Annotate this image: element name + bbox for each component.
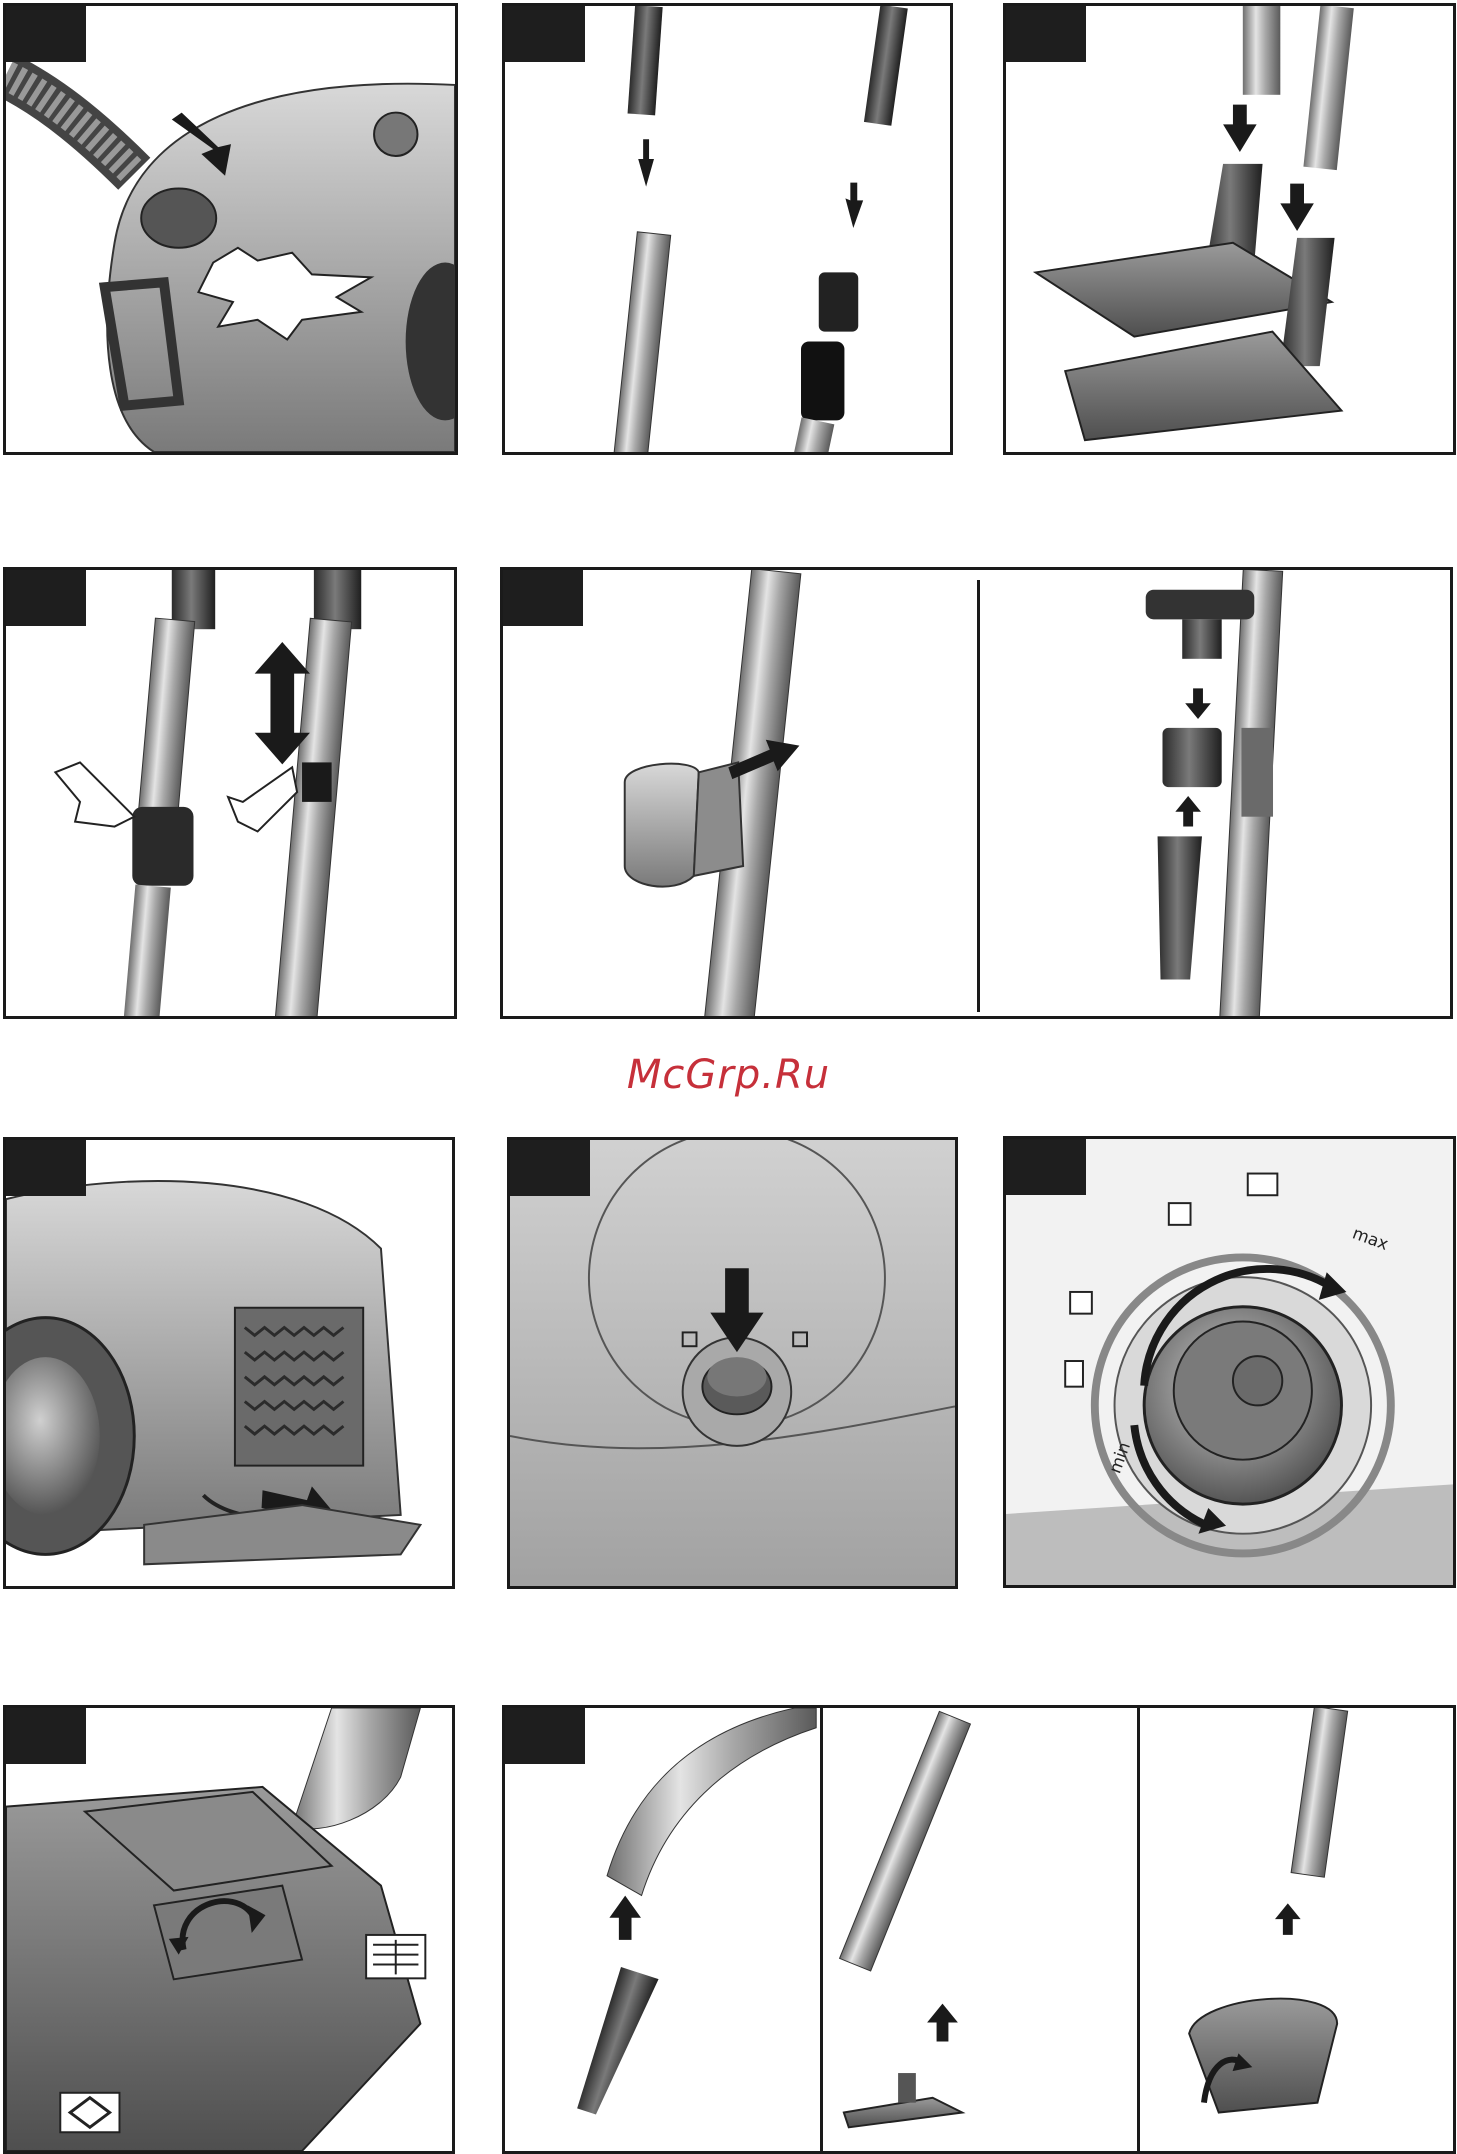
power-button-illustration bbox=[510, 1140, 955, 1586]
step-tab-4 bbox=[6, 570, 86, 626]
panel-8-power-dial: max min bbox=[1003, 1136, 1456, 1588]
panel-5-accessory-clip bbox=[500, 567, 1453, 1019]
step-tab-2 bbox=[505, 6, 585, 62]
step-tab-5 bbox=[503, 570, 583, 626]
step-tab-1 bbox=[6, 6, 86, 62]
panel-6-cord-pull bbox=[3, 1137, 455, 1589]
hose-connection-illustration bbox=[6, 6, 455, 452]
tube-assembly-illustration bbox=[505, 6, 950, 452]
step-tab-10 bbox=[505, 1708, 585, 1764]
panel-10-divider-1 bbox=[820, 1708, 823, 2154]
step-tab-6 bbox=[6, 1140, 86, 1196]
panel-7-power-button bbox=[507, 1137, 958, 1589]
panel-9-nozzle-switch bbox=[3, 1705, 455, 2154]
panel-1-hose-connection bbox=[3, 3, 458, 455]
step-tab-3 bbox=[1006, 6, 1086, 62]
watermark-text: McGrp.Ru bbox=[0, 1052, 1457, 1098]
panel-5-divider bbox=[977, 580, 980, 1012]
floor-nozzle-attach-illustration bbox=[1006, 6, 1453, 452]
nozzle-switch-illustration bbox=[6, 1708, 452, 2151]
panel-3-floor-nozzle-attach bbox=[1003, 3, 1456, 455]
cord-pull-illustration bbox=[6, 1140, 452, 1586]
telescopic-tube-adjust-illustration bbox=[6, 570, 454, 1016]
panel-10-divider-2 bbox=[1137, 1708, 1140, 2154]
panel-10-accessories bbox=[502, 1705, 1456, 2154]
power-dial-illustration: max min bbox=[1006, 1139, 1453, 1585]
panel-2-tube-assembly bbox=[502, 3, 953, 455]
step-tab-9 bbox=[6, 1708, 86, 1764]
step-tab-7 bbox=[510, 1140, 590, 1196]
accessories-attach-illustration bbox=[505, 1708, 1453, 2151]
step-tab-8 bbox=[1006, 1139, 1086, 1195]
panel-4-telescopic-adjust bbox=[3, 567, 457, 1019]
